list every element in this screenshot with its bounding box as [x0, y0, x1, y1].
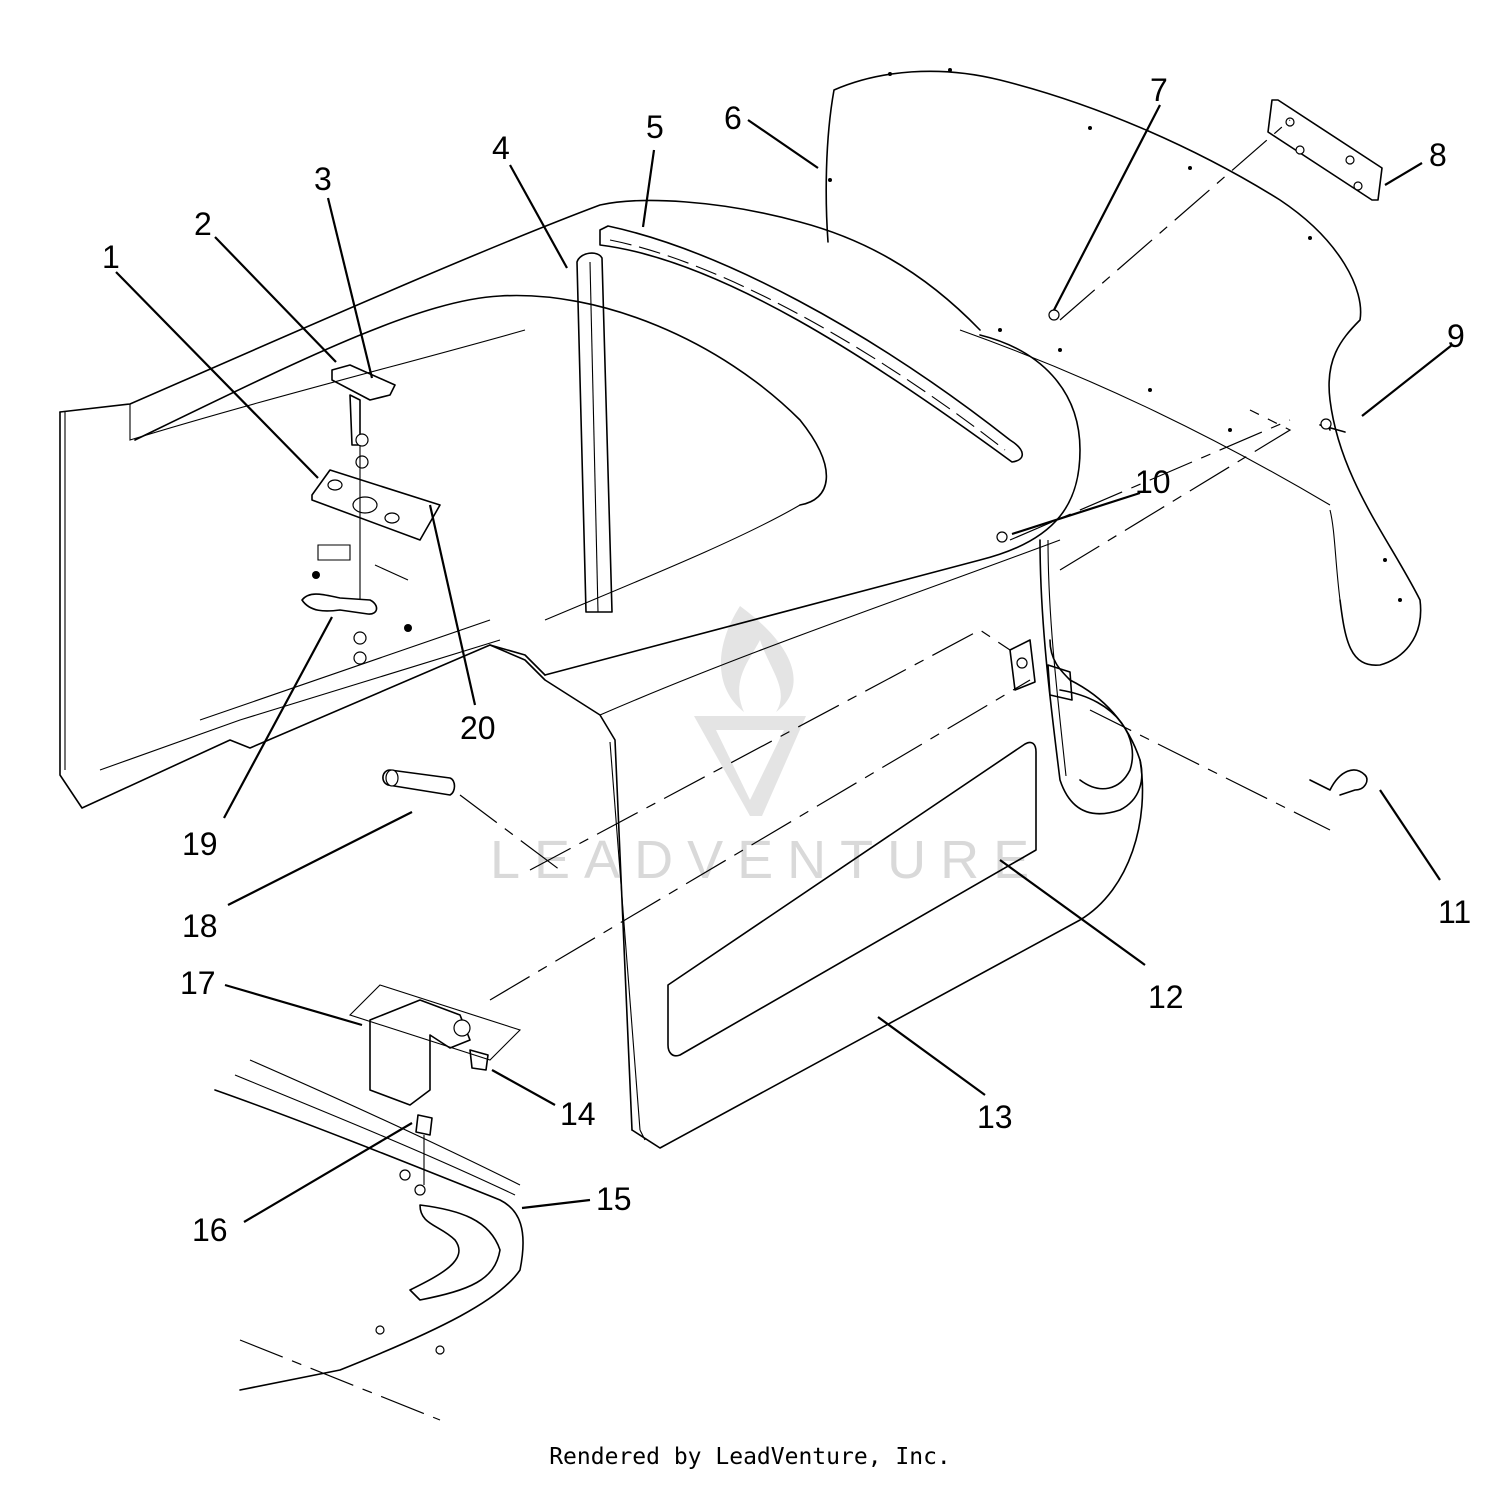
catcher-body	[59, 199, 1144, 1149]
callout-16: 16	[192, 1212, 228, 1248]
callout-19: 19	[182, 826, 218, 862]
top-strip	[599, 225, 1024, 463]
callout-14: 14	[560, 1096, 596, 1132]
callout-13: 13	[977, 1099, 1013, 1135]
callout-18: 18	[182, 908, 218, 944]
callout-7: 7	[1150, 72, 1168, 108]
callout-labels: 1 2 3 4 5 6 7 8 9 10 11 12 13 14 15 16 1…	[102, 72, 1471, 1248]
callout-8: 8	[1429, 137, 1447, 173]
callout-2: 2	[194, 206, 212, 242]
render-credit: Rendered by LeadVenture, Inc.	[549, 1444, 951, 1470]
callout-12: 12	[1148, 979, 1184, 1015]
callout-5: 5	[646, 109, 664, 145]
callout-20: 20	[460, 710, 496, 746]
vertical-strip	[576, 252, 613, 613]
watermark-text: LEADVENTURE	[490, 830, 1043, 890]
callout-10: 10	[1135, 464, 1171, 500]
callout-3: 3	[314, 161, 332, 197]
latch-assembly	[301, 364, 441, 665]
callout-15: 15	[596, 1181, 632, 1217]
fasteners-rear	[996, 309, 1346, 543]
callout-9: 9	[1447, 318, 1465, 354]
callout-6: 6	[724, 100, 742, 136]
leader-lines	[115, 104, 1453, 1223]
bracket-assembly	[348, 984, 522, 1185]
callout-4: 4	[492, 130, 510, 166]
assembly-lines	[239, 119, 1331, 1421]
rod	[382, 769, 456, 796]
callout-1: 1	[102, 239, 120, 275]
watermark-logo: LEADVENTURE	[490, 606, 1043, 890]
pin-clip	[1309, 769, 1368, 796]
callout-11: 11	[1438, 894, 1471, 930]
frame-rail	[214, 1059, 524, 1391]
plate	[1267, 99, 1383, 201]
rear-hinge	[1009, 539, 1143, 815]
callout-17: 17	[180, 965, 216, 1001]
side-panel	[667, 741, 1037, 1057]
top-panel	[825, 68, 1422, 666]
